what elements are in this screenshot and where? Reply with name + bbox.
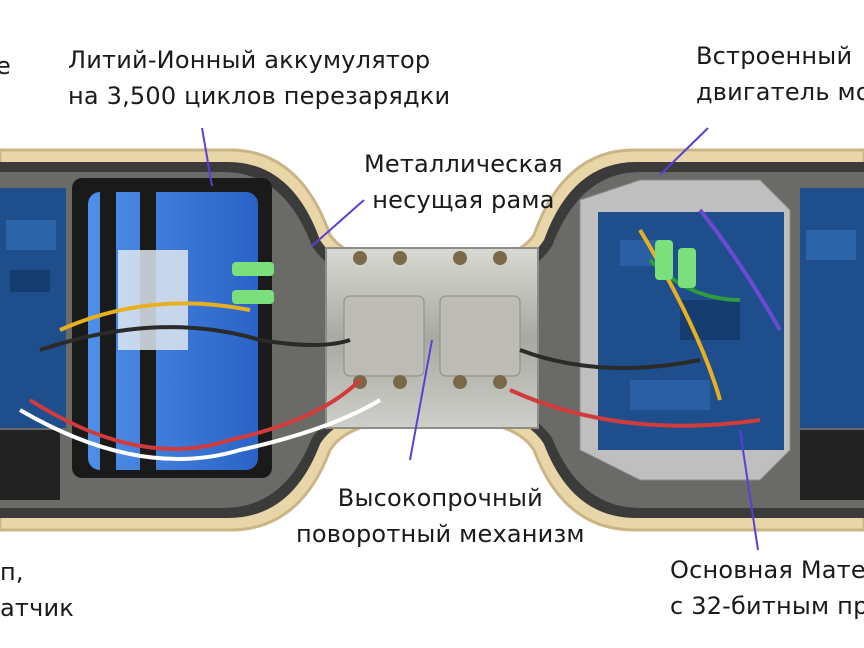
label-battery-line1: Литий-Ионный аккумулятор: [68, 46, 431, 74]
leader-lines: [201, 127, 759, 551]
main-board: [579, 179, 791, 481]
right-control-board: [800, 188, 864, 500]
wiring: [18, 208, 782, 461]
leader-frame: [311, 199, 365, 247]
label-frame: Металлическая несущая рама: [364, 146, 563, 218]
label-left-bottom: п, атчик: [0, 554, 74, 626]
label-board-line2: с 32-битным пр: [670, 592, 864, 620]
label-pivot: Высокопрочный поворотный механизм: [296, 480, 585, 552]
label-motor-line1: Встроенный: [696, 42, 853, 70]
label-motor: Встроенный двигатель мо: [696, 38, 864, 110]
label-frame-line2: несущая рама: [372, 186, 555, 214]
connectors: [232, 240, 696, 304]
leader-pivot: [409, 339, 433, 461]
left-control-board: [0, 188, 66, 500]
leader-motor: [659, 127, 709, 176]
label-battery-line2: на 3,500 циклов перезарядки: [68, 82, 451, 110]
leader-battery: [201, 127, 213, 187]
label-board: Основная Мате с 32-битным пр: [670, 552, 864, 624]
leader-board: [739, 429, 759, 551]
label-board-line1: Основная Мате: [670, 556, 864, 584]
label-motor-line2: двигатель мо: [696, 78, 864, 106]
label-battery: Литий-Ионный аккумулятор на 3,500 циклов…: [68, 42, 450, 114]
label-left-top: е: [0, 52, 11, 80]
metal-frame: [325, 247, 539, 429]
label-left-bottom-line1: п,: [0, 558, 24, 586]
label-frame-line1: Металлическая: [364, 150, 563, 178]
label-pivot-line1: Высокопрочный: [337, 484, 543, 512]
label-pivot-line2: поворотный механизм: [296, 520, 585, 548]
label-left-bottom-line2: атчик: [0, 594, 74, 622]
